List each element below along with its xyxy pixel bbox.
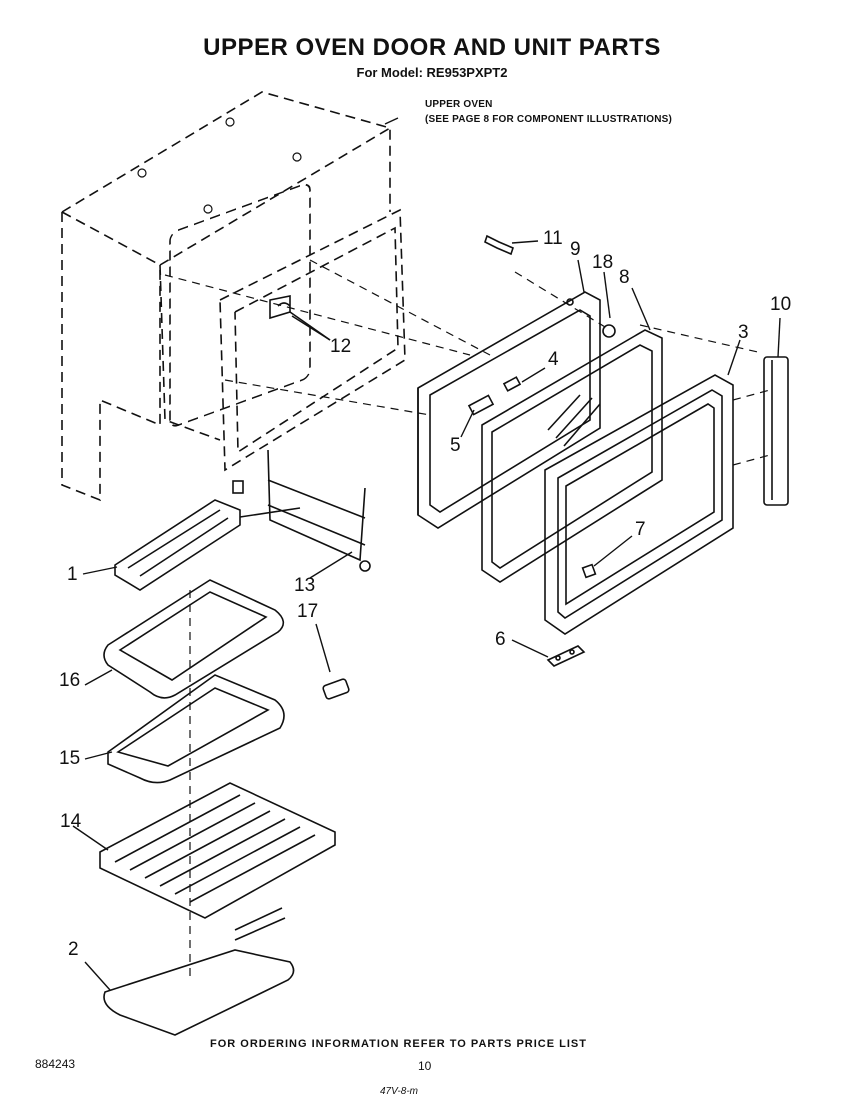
callout-16: 16 — [59, 670, 81, 691]
ordering-note: FOR ORDERING INFORMATION REFER TO PARTS … — [210, 1038, 587, 1050]
part-1-upper-heating-element — [114, 480, 301, 591]
callout-18: 18 — [592, 252, 614, 273]
leader-lines — [72, 117, 781, 991]
part-12-bracket — [269, 295, 331, 341]
bottom-mark: 47V-8-m — [380, 1086, 418, 1097]
part-16-broiler-pan-insert — [103, 579, 285, 699]
model-subtitle: For Model: RE953PXPT2 — [356, 65, 508, 80]
page-number: 10 — [418, 1059, 432, 1073]
part-6-hinge-plate — [546, 645, 586, 667]
callout-12: 12 — [330, 336, 352, 357]
part-18-nut — [602, 324, 616, 338]
part-2-lower-heating-element — [103, 907, 295, 1036]
part-9-inner-door-panel — [417, 291, 601, 529]
callout-4: 4 — [548, 349, 559, 370]
part-4-bracket — [502, 376, 522, 392]
part-11-screw — [484, 234, 514, 256]
part-13-element-bracket — [267, 449, 371, 572]
part-10-door-trim — [763, 356, 789, 506]
part-3-outer-door-frame — [544, 374, 734, 635]
part-5-bracket — [467, 394, 495, 416]
part-8-door-glass — [481, 329, 663, 583]
upper-oven-note-line2: (SEE PAGE 8 FOR COMPONENT ILLUSTRATIONS) — [425, 114, 673, 125]
callout-17: 17 — [297, 601, 319, 622]
callout-10: 10 — [770, 294, 792, 315]
callout-7: 7 — [635, 519, 646, 540]
upper-oven-cavity — [61, 91, 406, 502]
callout-14: 14 — [60, 811, 82, 832]
part-15-broiler-pan — [107, 674, 285, 784]
part-14-oven-rack — [99, 782, 336, 919]
part-7-fastener — [581, 563, 597, 579]
alignment-lines — [164, 259, 771, 980]
part-17-clip — [322, 678, 350, 700]
callout-5: 5 — [450, 435, 461, 456]
callout-15: 15 — [59, 748, 81, 769]
oven-cavity-holes — [137, 117, 302, 214]
callout-3: 3 — [738, 322, 749, 343]
document-number: 884243 — [35, 1057, 76, 1071]
callout-1: 1 — [67, 564, 78, 585]
callout-13: 13 — [294, 575, 316, 596]
callout-11: 11 — [543, 228, 563, 249]
callout-9: 9 — [570, 239, 581, 260]
upper-oven-note-line1: UPPER OVEN — [425, 99, 493, 110]
callout-2: 2 — [68, 939, 79, 960]
page-title: UPPER OVEN DOOR AND UNIT PARTS — [203, 34, 661, 61]
callout-6: 6 — [495, 629, 506, 650]
callout-8: 8 — [619, 267, 630, 288]
